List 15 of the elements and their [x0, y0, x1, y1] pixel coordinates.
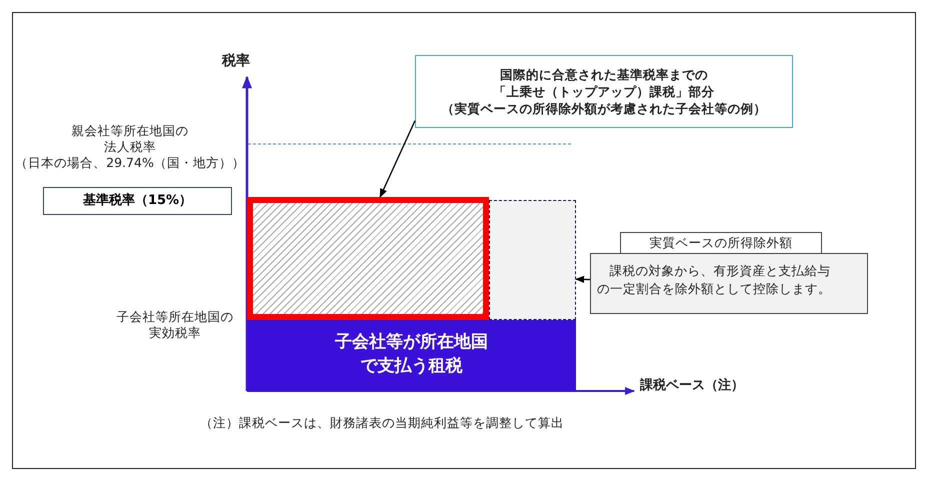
dashed-area: [489, 200, 576, 320]
rate-note: （日本の場合、29.74%（国・地方））: [14, 155, 246, 172]
arrow: [575, 276, 590, 284]
note-text: 課税の対象から、有形資産と支払給与の一定割合を除外額として控除します。: [590, 253, 868, 314]
hatched-area: [247, 197, 489, 320]
arrow: [380, 120, 416, 198]
rate-label: 親会社等所在地国の法人税率: [71, 123, 189, 155]
tab-heading: 実質ベースの所得除外額: [620, 232, 822, 254]
rate-box: 基準税率（15%）: [43, 187, 232, 215]
rate-label: 子会社等所在地国の実効税率: [116, 309, 234, 341]
axis-title: 税率: [222, 52, 250, 70]
footnote: （注）課税ベースは、財務諸表の当期純利益等を調整して算出: [200, 415, 564, 432]
tax-bar: 子会社等が所在地国で支払う租税: [247, 320, 576, 391]
axis-title: 課税ベース（注）: [640, 376, 744, 394]
callout-box: 国際的に合意された基準税率までの 「上乗せ（トップアップ）課税」部分 （実質ベースの所得除外額が考慮された子会社等の例）: [415, 55, 793, 128]
